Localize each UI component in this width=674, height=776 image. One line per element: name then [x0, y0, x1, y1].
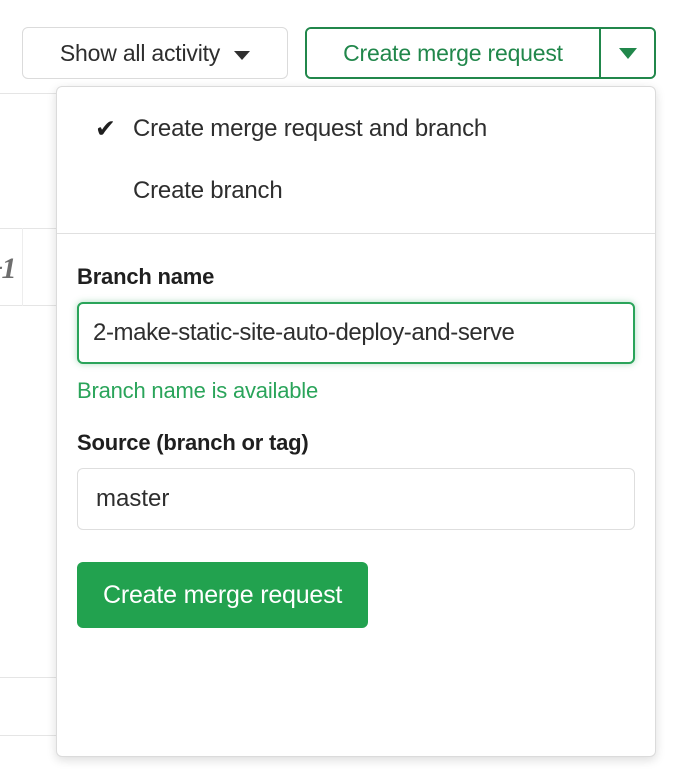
branch-form: Branch name Branch name is available Sou… [57, 234, 655, 628]
branch-name-label: Branch name [77, 264, 215, 289]
menu-item-create-branch[interactable]: Create branch [57, 169, 655, 213]
chevron-down-icon [234, 50, 251, 60]
create-merge-request-dropdown-toggle[interactable] [599, 29, 654, 77]
source-field-group: Source (branch or tag) [77, 430, 635, 530]
menu-item-label: Create branch [133, 177, 283, 204]
create-merge-request-dropdown-panel: ✔ Create merge request and branch Create… [56, 86, 656, 757]
submit-row: Create merge request [77, 562, 635, 628]
show-all-activity-label: Show all activity [59, 39, 221, 66]
branch-name-field-wrapper [77, 302, 635, 364]
menu-item-label: Create merge request and branch [133, 115, 488, 142]
create-merge-request-button[interactable]: Create merge request [307, 29, 599, 77]
dropdown-menu-list: ✔ Create merge request and branch Create… [57, 87, 655, 227]
check-icon: ✔ [95, 114, 116, 143]
clipped-background-text: ̶ 1 [0, 252, 17, 285]
create-merge-request-split-button: Create merge request [305, 27, 656, 79]
create-merge-request-submit-button[interactable]: Create merge request [77, 562, 369, 628]
source-input[interactable] [77, 468, 635, 530]
menu-item-create-merge-request-and-branch[interactable]: ✔ Create merge request and branch [57, 107, 655, 151]
source-label: Source (branch or tag) [77, 430, 309, 455]
chevron-down-icon [618, 47, 637, 59]
branch-name-availability-message: Branch name is available [77, 378, 319, 403]
branch-name-input[interactable] [77, 302, 635, 364]
show-all-activity-button[interactable]: Show all activity [22, 27, 288, 79]
create-merge-request-label: Create merge request [343, 39, 563, 66]
dropdown-divider [57, 233, 655, 234]
list-column-divider [22, 228, 23, 306]
